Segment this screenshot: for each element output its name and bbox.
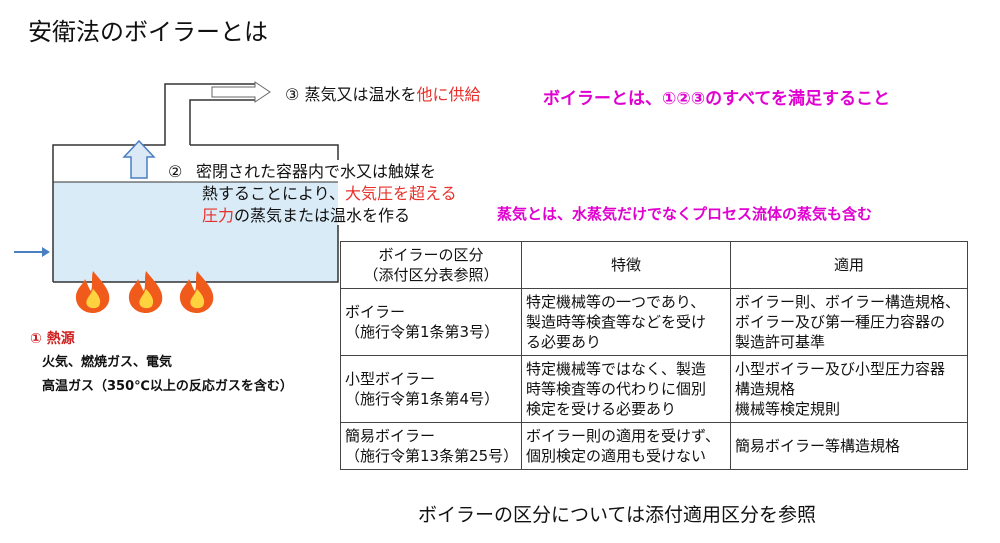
table-cell-feature: 特定機械等ではなく、製造 時等検査等の代わりに個別 検定を受ける必要あり [521,355,731,423]
step3-number: ③ [285,85,300,104]
heat-source-line1: 火気、燃焼ガス、電気 [42,355,173,370]
table-cell-category: ボイラー （施行令第1条第3号） [340,288,522,356]
table-header-row: ボイラーの区分 （添付区分表参照） 特徴 適用 [340,241,968,289]
page-title: 安衛法のボイラーとは [28,18,268,46]
table-cell-feature: 特定機械等の一つであり、 製造時等検査等などを受け る必要あり [521,288,731,356]
step3-label: ③ 蒸気又は温水を他に供給 [285,81,480,105]
table-cell-feature: ボイラー則の適用を受けず、 個別検定の適用も受けない [521,422,731,470]
table-cell-applicable: ボイラー則、ボイラー構造規格、 ボイラー及び第一種圧力容器の 製造許可基準 [730,288,968,356]
step2-label: ② 密閉された容器内で水又は触媒を 熱することにより、大気圧を超える 圧力の蒸気ま… [168,161,457,227]
table-header: 特徴 [521,241,731,289]
steam-note: 蒸気とは、水蒸気だけでなくプロセス流体の蒸気も含む [497,205,873,223]
table-header: ボイラーの区分 （添付区分表参照） [340,241,522,289]
step3-text-highlight: 他に供給 [416,85,481,104]
outlet-arrow-icon [211,81,271,103]
table-header: 適用 [730,241,968,289]
step3-text: 蒸気又は温水を [304,85,417,104]
table-row: ボイラー （施行令第1条第3号） 特定機械等の一つであり、 製造時等検査等などを… [340,288,968,356]
table-row: 簡易ボイラー （施行令第13条第25号） ボイラー則の適用を受けず、 個別検定の… [340,422,968,470]
footer-note: ボイラーの区分については添付適用区分を参照 [418,504,817,526]
table-cell-category: 簡易ボイラー （施行令第13条第25号） [340,422,522,470]
step2-line3-highlight: 圧力 [202,206,235,225]
table-cell-category: 小型ボイラー （施行令第1条第4号） [340,355,522,423]
step2-line2-highlight: 大気圧を超える [345,184,457,203]
water-area [53,182,338,282]
table-row: 小型ボイラー （施行令第1条第4号） 特定機械等ではなく、製造 時等検査等の代わ… [340,355,968,423]
flame-icon [75,271,110,313]
step2-line1: 密閉された容器内で水又は触媒を [196,162,437,181]
step2-line3: の蒸気または温水を作る [234,206,411,225]
heat-source: ① 熱源 火気、燃焼ガス、電気 高温ガス（350℃以上の反応ガスを含む） [30,327,293,399]
flame-icon [179,271,214,313]
table-cell-applicable: 小型ボイラー及び小型圧力容器 構造規格 機械等検定規則 [730,355,968,423]
step2-line2: 熱することにより、 [202,184,346,203]
heat-source-line2: 高温ガス（350℃以上の反応ガスを含む） [42,379,293,394]
boiler-category-table: ボイラーの区分 （添付区分表参照） 特徴 適用 ボイラー （施行令第1条第3号）… [340,241,968,470]
inlet-arrow-icon [14,247,50,257]
vessel-outline [52,83,339,283]
heat-source-label: ① 熱源 [30,331,75,347]
flame-icon [128,271,163,313]
steam-up-arrow-icon [122,139,156,179]
step2-number: ② [168,162,183,181]
table-cell-applicable: 簡易ボイラー等構造規格 [730,422,968,470]
condition-note: ボイラーとは、①②③のすべてを満足すること [543,89,890,109]
